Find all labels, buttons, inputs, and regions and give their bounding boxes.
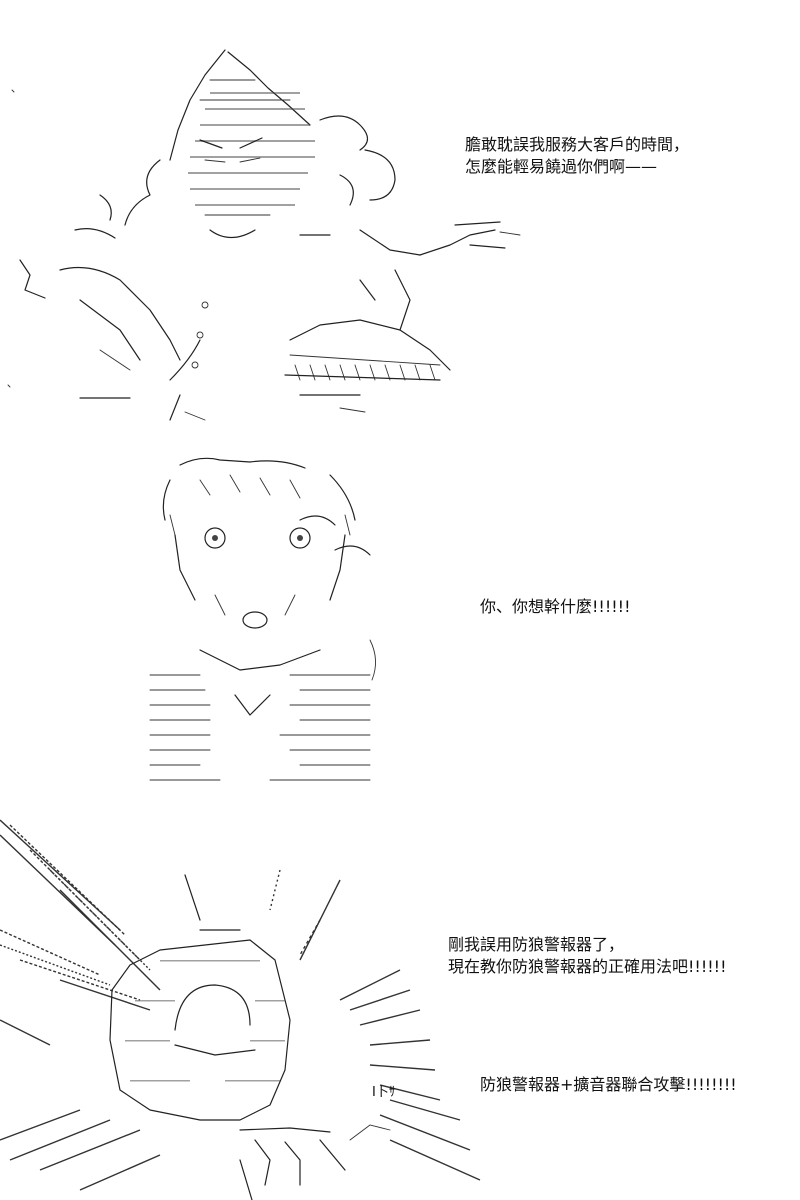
- caption-3-line-2: 現在教你防狼警報器的正確用法吧!!!!!!: [448, 957, 727, 976]
- panel-2: 你、你想幹什麼!!!!!!: [0, 440, 800, 810]
- caption-2: 你、你想幹什麼!!!!!!: [480, 596, 631, 618]
- caption-3: 剛我誤用防狼警報器了， 現在教你防狼警報器的正確用法吧!!!!!!: [448, 934, 727, 978]
- sound-effect-text: I卜ｻ: [372, 1085, 396, 1100]
- ascii-art-angry-figure: [7, 49, 521, 421]
- caption-4-line-1: 防狼警報器+擴音器聯合攻擊!!!!!!!!: [480, 1075, 737, 1094]
- caption-1: 膽敢耽誤我服務大客戶的時間， 怎麼能輕易饒過你們啊——: [465, 134, 689, 178]
- caption-3-line-1: 剛我誤用防狼警報器了，: [448, 935, 625, 954]
- panel-1: 膽敢耽誤我服務大客戶的時間， 怎麼能輕易饒過你們啊——: [0, 0, 800, 440]
- caption-1-line-2: 怎麼能輕易饒過你們啊——: [465, 157, 658, 176]
- panel-3: 剛我誤用防狼警報器了， 現在教你防狼警報器的正確用法吧!!!!!! 防狼警報器+擴…: [0, 810, 800, 1200]
- caption-2-line-1: 你、你想幹什麼!!!!!!: [480, 597, 631, 616]
- ascii-art-frightened-figure: [149, 457, 376, 781]
- ascii-art-alarm-burst: [0, 819, 481, 1200]
- caption-4: 防狼警報器+擴音器聯合攻擊!!!!!!!!: [480, 1074, 737, 1096]
- caption-1-line-1: 膽敢耽誤我服務大客戶的時間，: [465, 135, 690, 154]
